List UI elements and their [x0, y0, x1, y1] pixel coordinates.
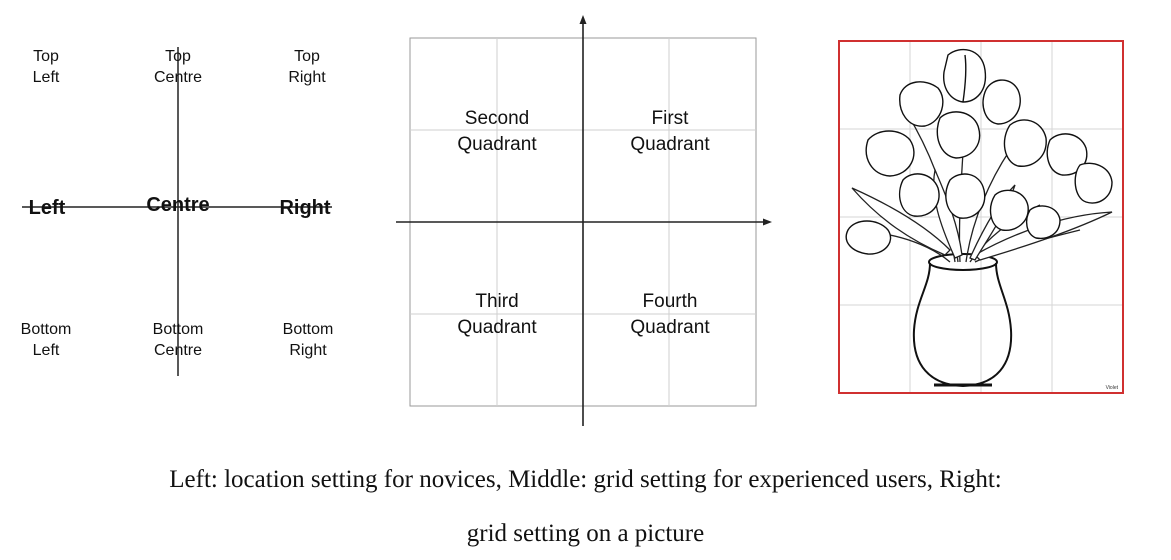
- label-top-centre-line1: Top: [165, 48, 191, 65]
- third-quadrant-line2: Quadrant: [457, 317, 537, 338]
- y-axis-arrow-icon: [579, 15, 587, 24]
- label-bottom-centre-line2: Centre: [153, 342, 203, 359]
- fourth-quadrant-line1: Fourth: [642, 291, 698, 312]
- label-centre: Centre: [146, 194, 210, 216]
- first-quadrant-line1: First: [651, 108, 689, 129]
- label-bottom-centre: Bottom Centre: [138, 319, 218, 361]
- first-quadrant-label: First Quadrant: [585, 106, 755, 158]
- label-top-left-line2: Left: [32, 69, 60, 86]
- label-bottom-left: Bottom Left: [10, 319, 82, 361]
- label-top-left-line1: Top: [33, 48, 59, 65]
- figure-caption-line1: Left: location setting for novices, Midd…: [169, 466, 1002, 493]
- vase-illustration: [912, 253, 1013, 388]
- label-bottom-left-line1: Bottom: [20, 321, 72, 338]
- label-top-centre-line2: Centre: [153, 69, 203, 86]
- label-top-right: Top Right: [277, 46, 337, 88]
- third-quadrant-line1: Third: [475, 291, 519, 312]
- tulip-blooms: [845, 48, 1113, 255]
- fourth-quadrant-line2: Quadrant: [630, 317, 710, 338]
- second-quadrant-line2: Quadrant: [457, 134, 537, 155]
- label-right: Right: [279, 197, 331, 219]
- label-bottom-right-line1: Bottom: [282, 321, 334, 338]
- label-bottom-centre-line1: Bottom: [152, 321, 204, 338]
- second-quadrant-line1: Second: [464, 108, 530, 129]
- x-axis-arrow-icon: [763, 218, 772, 226]
- label-top-right-line2: Right: [288, 69, 326, 86]
- second-quadrant-label: Second Quadrant: [412, 106, 582, 158]
- picture-signature: Violet: [1106, 385, 1119, 391]
- label-left: Left: [28, 197, 66, 219]
- label-bottom-right: Bottom Right: [272, 319, 344, 361]
- third-quadrant-label: Third Quadrant: [412, 289, 582, 341]
- label-bottom-right-line2: Right: [289, 342, 327, 359]
- label-top-centre: Top Centre: [143, 46, 213, 88]
- fourth-quadrant-label: Fourth Quadrant: [585, 289, 755, 341]
- figure-caption-line2: grid setting on a picture: [466, 520, 705, 547]
- first-quadrant-line2: Quadrant: [630, 134, 710, 155]
- label-top-left: Top Left: [16, 46, 76, 88]
- label-top-right-line1: Top: [294, 48, 320, 65]
- label-bottom-left-line2: Left: [32, 342, 60, 359]
